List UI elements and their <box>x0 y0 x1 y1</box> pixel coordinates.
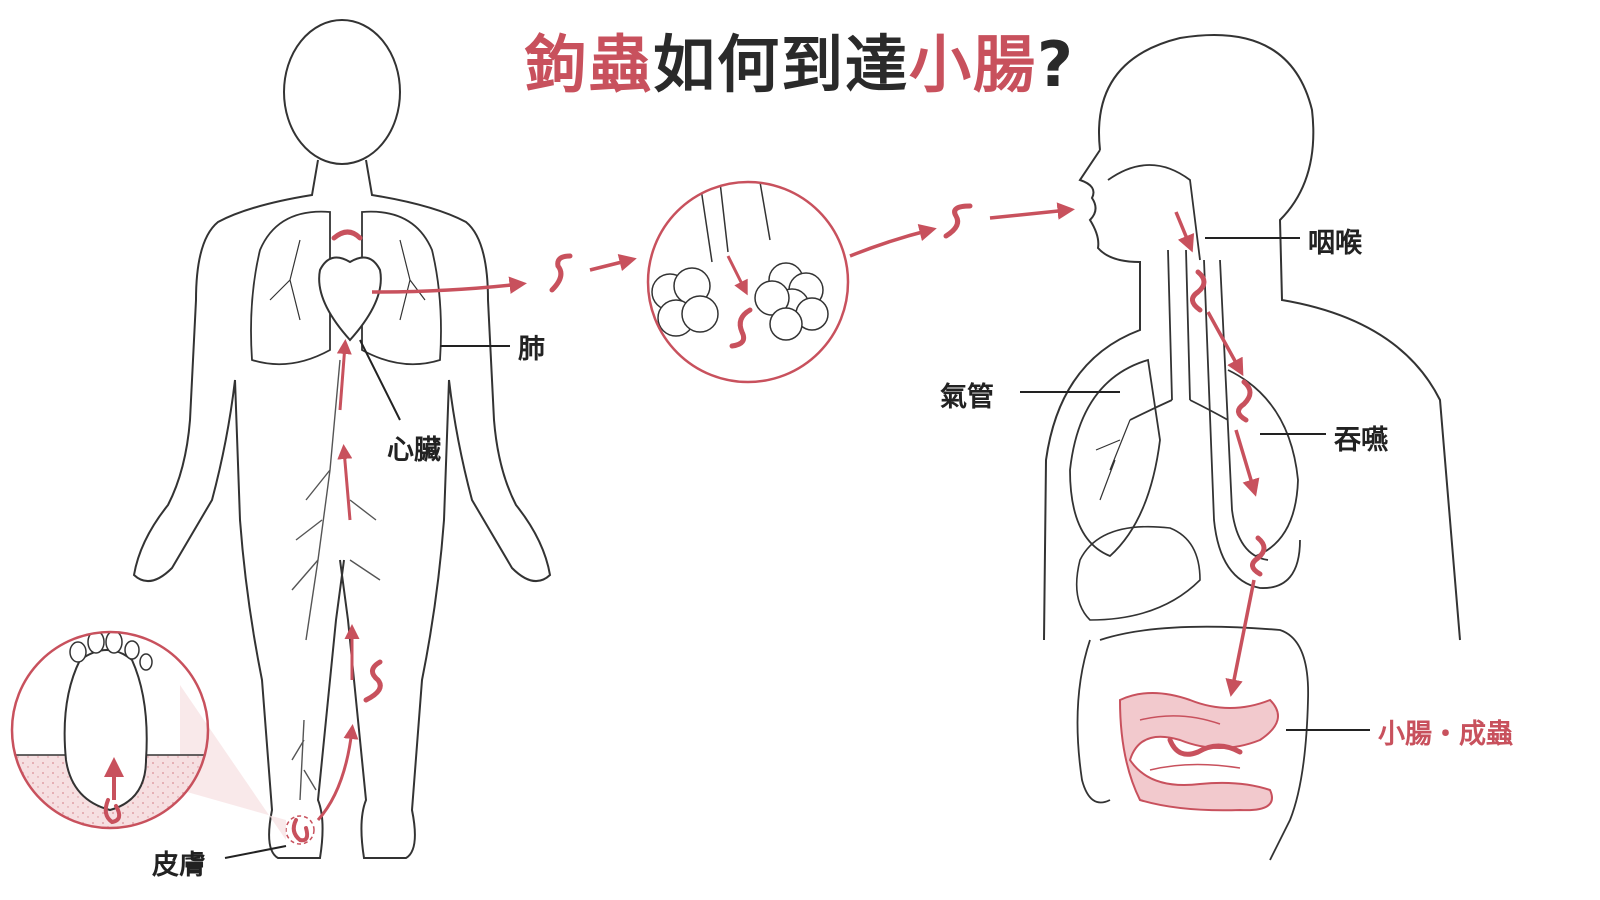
leg-veins <box>291 359 381 801</box>
esophagus-stomach <box>1203 259 1301 589</box>
worm-icon <box>1250 535 1267 577</box>
label-pharynx: 咽喉 <box>1308 228 1362 259</box>
label-skin: 皮膚 <box>152 850 206 881</box>
front-body-outline <box>132 19 552 859</box>
title-small-intestine: 小腸 <box>909 28 1038 101</box>
title-how-reach: 如何到達 <box>653 28 910 101</box>
arrow-icon <box>371 276 527 294</box>
alveoli-icon <box>651 262 829 341</box>
worm-icon <box>943 203 973 239</box>
label-heart: 心臟 <box>387 435 441 466</box>
arrow-icon <box>849 224 937 258</box>
worm-icon <box>331 229 363 241</box>
label-lung: 肺 <box>518 334 545 365</box>
arrow-icon <box>589 254 637 272</box>
leader-lines <box>224 237 1370 859</box>
title-hookworm: 鉤蟲 <box>524 28 653 101</box>
side-body-outline <box>1043 34 1461 641</box>
liver <box>1075 525 1201 621</box>
label-trachea: 氣管 <box>940 382 994 413</box>
worm-icon <box>1190 269 1207 313</box>
arrow-icon <box>989 202 1075 220</box>
airway <box>1107 164 1229 421</box>
side-lung <box>1069 358 1299 558</box>
worm-icon <box>549 253 573 293</box>
migration-path-body <box>316 339 360 822</box>
worm-icon <box>291 818 310 843</box>
small-intestine <box>1118 692 1279 812</box>
worm-icon <box>103 798 122 825</box>
label-small-intestine-adult: 小腸・成蟲 <box>1378 719 1513 750</box>
label-swallow: 吞嚥 <box>1334 425 1388 456</box>
worm-icon <box>363 659 383 703</box>
page-title: 鉤蟲如何到達小腸? <box>0 14 1600 104</box>
foot-icon <box>63 649 148 812</box>
colon <box>1076 625 1309 861</box>
worm-icon <box>1236 379 1253 423</box>
foot-callout <box>10 630 286 840</box>
alveoli-callout <box>646 180 850 384</box>
front-lungs <box>250 210 442 366</box>
title-question: ? <box>1037 28 1075 101</box>
worm-icon <box>1167 737 1243 757</box>
front-heart <box>318 256 382 342</box>
migration-path-digestive <box>1174 211 1260 697</box>
